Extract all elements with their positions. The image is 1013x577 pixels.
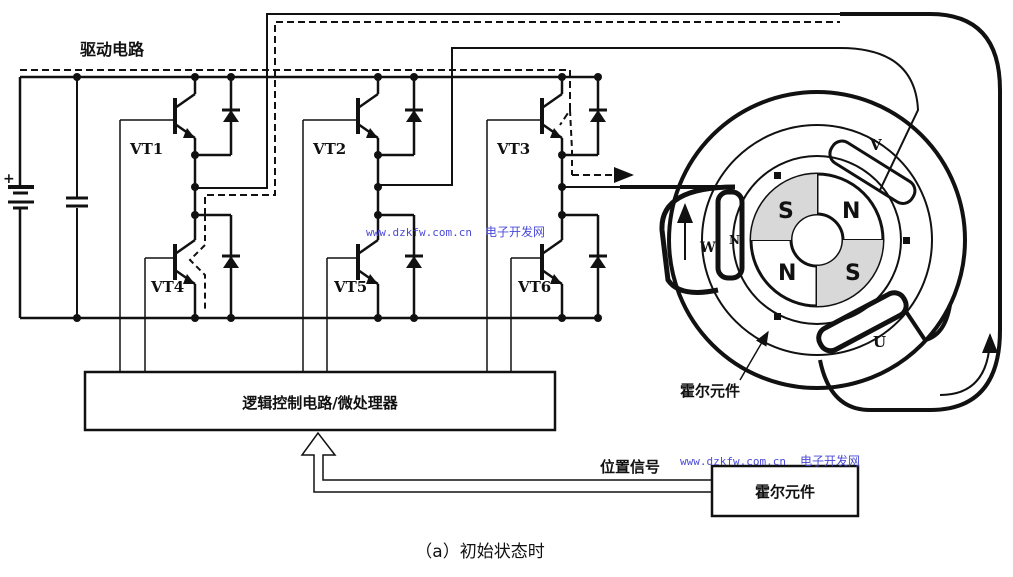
freewheel-diode-icon <box>589 215 607 318</box>
transistor-vt6: VT6 <box>517 215 564 318</box>
transistor-vt3: VT3 <box>496 77 564 158</box>
freewheel-diode-icon <box>222 215 240 318</box>
winding-u-coil <box>816 290 909 354</box>
rotor-pole-s-top: S <box>778 199 794 224</box>
freewheel-diode-icon <box>195 77 240 157</box>
transistor-label: VT3 <box>496 140 530 158</box>
freewheel-diode-icon <box>562 77 607 157</box>
battery-icon <box>8 185 34 210</box>
svg-text:电子开发网: 电子开发网 <box>485 224 545 239</box>
rotor-hub <box>789 212 845 268</box>
transistor-vt4: VT4 <box>150 215 197 318</box>
motor <box>659 90 998 396</box>
stator-outer <box>667 90 967 390</box>
svg-text:www.dzkfw.com.cn: www.dzkfw.com.cn <box>680 455 786 468</box>
current-path-vt3 <box>569 109 573 175</box>
transistor-label: VT1 <box>129 140 163 158</box>
svg-text:www.dzkfw.com.cn: www.dzkfw.com.cn <box>366 226 472 239</box>
logic-control-block <box>83 370 557 432</box>
transistor-label: VT2 <box>312 140 346 158</box>
transistor-label: VT5 <box>333 278 367 296</box>
winding-label-u: U <box>873 333 886 351</box>
rotor-pole-s-bottom: S <box>845 261 861 286</box>
winding-label-v: V <box>869 136 882 154</box>
hall-element-block <box>710 464 860 518</box>
current-path-vt4 <box>188 215 206 312</box>
drive-circuit-title: 驱动电路 <box>80 40 145 59</box>
position-signal-label: 位置信号 <box>600 458 660 476</box>
winding-v-coil <box>828 139 917 205</box>
rotor-pole-n-top: N <box>842 199 860 224</box>
stator-ring <box>701 124 933 356</box>
freewheel-diode-icon <box>405 215 423 318</box>
watermark-1: www.dzkfw.com.cn 电子开发网 <box>366 224 545 239</box>
hall-element-block-label: 霍尔元件 <box>755 483 815 501</box>
figure-caption: （a）初始状态时 <box>415 542 544 562</box>
battery-plus-label: + <box>3 171 15 187</box>
svg-text:电子开发网: 电子开发网 <box>800 453 860 468</box>
winding-label-w: W <box>699 240 716 256</box>
rotor-pole-n-bottom: N <box>778 261 796 286</box>
transistor-label: VT6 <box>517 278 551 296</box>
transistor-label: VT4 <box>150 278 184 296</box>
hall-element-pointer-label: 霍尔元件 <box>680 382 740 400</box>
position-signal-arrow <box>300 431 712 493</box>
watermark-2: www.dzkfw.com.cn 电子开发网 <box>680 453 860 468</box>
winding-label-w-pole: N <box>729 233 740 247</box>
capacitor-icon <box>66 196 88 208</box>
transistor-vt1: VT1 <box>129 77 197 158</box>
gate-lines <box>119 119 542 372</box>
transistor-vt5: VT5 <box>333 215 380 318</box>
stator-inner <box>732 155 902 325</box>
motor-wires <box>195 12 1002 412</box>
transistor-vt2: VT2 <box>312 77 380 158</box>
freewheel-diode-icon <box>378 77 423 157</box>
winding-w-coil <box>715 189 745 281</box>
logic-control-label: 逻辑控制电路/微处理器 <box>242 394 398 412</box>
power-rails <box>18 75 600 320</box>
